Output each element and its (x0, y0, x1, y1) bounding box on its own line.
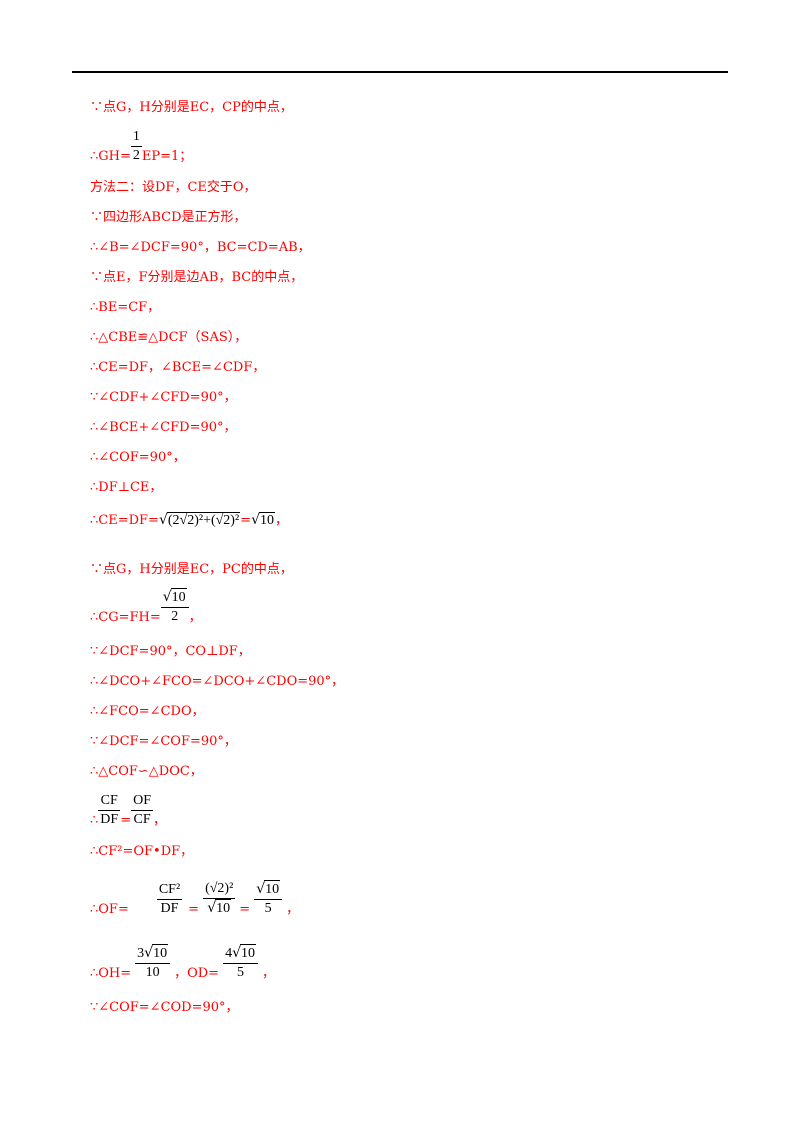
line-26: ∵∠COF=∠COD=90°， (90, 1000, 239, 1015)
fraction-cg: √10 2 (160, 588, 189, 626)
line-8: ∴△CBE≌△DCF（SAS）， (90, 330, 248, 345)
line-20: ∵∠DCF=∠COF=90°， (90, 734, 237, 749)
line-23: ∴CF²=OF•DF， (90, 844, 194, 859)
line-10: ∵∠CDF+∠CFD=90°， (90, 390, 237, 405)
line-2: ∴GH= 1 2 EP=1； (90, 128, 192, 165)
line-19: ∴∠FCO=∠CDO， (90, 704, 205, 719)
text: EP=1； (141, 149, 193, 164)
line-3: 方法二：设DF，CE交于O， (90, 180, 257, 195)
line-17: ∵∠DCF=90°，CO⊥DF， (90, 644, 251, 659)
line-14: ∴CE=DF= √(2√2)²+(√2)² = √10 ， (90, 512, 289, 528)
text: ∴GH= (90, 149, 131, 164)
text: ∵点G，H分别是EC，CP的中点， (90, 100, 293, 115)
line-9: ∴CE=DF，∠BCE=∠CDF， (90, 360, 266, 375)
line-18: ∴∠DCO+∠FCO=∠DCO+∠CDO=90°， (90, 674, 345, 689)
line-4: ∵四边形ABCD是正方形， (90, 210, 247, 225)
line-5: ∴∠B=∠DCF=90°，BC=CD=AB， (90, 240, 311, 255)
line-7: ∴BE=CF， (90, 300, 161, 315)
header-rule (72, 71, 728, 73)
line-21: ∴△COF∽△DOC， (90, 764, 203, 779)
line-1: ∵点G，H分别是EC，CP的中点， (90, 100, 293, 116)
line-15: ∵点G，H分别是EC，PC的中点， (90, 562, 293, 577)
sqrt-expression: √(2√2)²+(√2)² (158, 512, 241, 528)
line-16: ∴CG=FH= √10 2 ， (90, 588, 202, 626)
line-12: ∴∠COF=90°， (90, 450, 186, 465)
line-13: ∴DF⊥CE， (90, 480, 163, 495)
line-11: ∴∠BCE+∠CFD=90°， (90, 420, 237, 435)
fraction-half: 1 2 (130, 129, 142, 163)
line-6: ∵点E，F分别是边AB，BC的中点， (90, 270, 304, 285)
